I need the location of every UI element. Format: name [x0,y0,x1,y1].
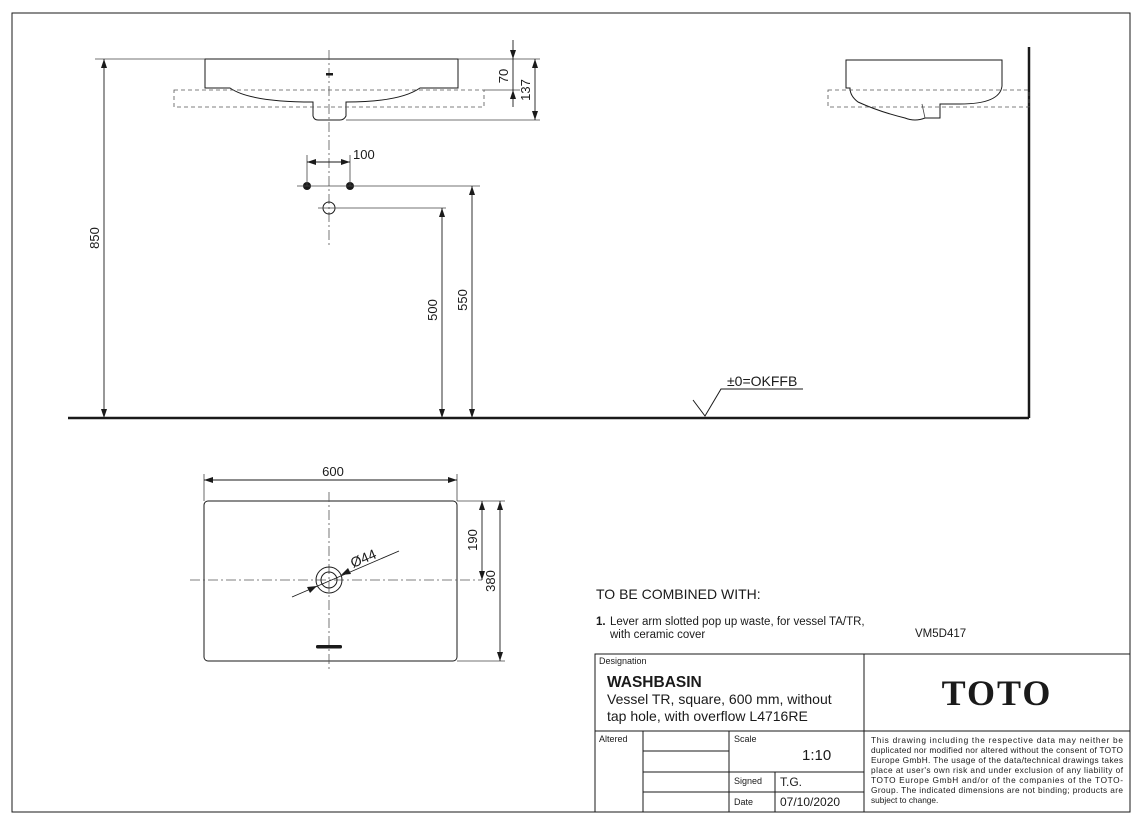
disclaimer-line: This drawing including the respective da… [871,735,1123,745]
product-description-line2: tap hole, with overflow L4716RE [607,708,808,724]
drain-outer-circle [315,566,343,594]
disclaimer: This drawing including the respective da… [871,735,1124,805]
dim-137: 137 [518,79,533,101]
front-elevation-view: 70 137 850 100 500 550 [87,40,540,418]
basin-side-outline [845,59,1003,121]
product-description-line1: Vessel TR, square, 600 mm, without [607,691,832,707]
side-elevation-view [827,47,1031,418]
disclaimer-line: duplicated nor modified nor altered with… [871,745,1124,755]
overflow-slot [316,645,342,649]
dim-380: 380 [483,570,498,592]
plan-view: Ø44 600 190 380 [190,464,505,672]
dim-190: 190 [465,529,480,551]
sheet-border [11,12,1131,813]
title-block-frame [594,653,1131,813]
signed-label: Signed [734,776,762,786]
dim-850: 850 [87,227,102,249]
scale-label: Scale [734,734,757,744]
side-countertop-outline [827,89,1030,108]
dim-600: 600 [322,464,344,479]
scale-value: 1:10 [802,747,831,764]
altered-label: Altered [599,734,628,744]
basin-front-outline [204,58,459,121]
designation-label: Designation [599,656,647,666]
disclaimer-line: place at user's own risk and under exclu… [871,765,1124,775]
floor-reference-label: ±0=OKFFB [727,373,797,389]
disclaimer-line: Group. The indicated dimensions are not … [871,785,1123,795]
signed-value: T.G. [780,775,802,789]
combined-heading: TO BE COMBINED WITH: [596,586,761,602]
dim-100: 100 [353,147,375,162]
dim-70: 70 [496,69,511,83]
dim-diameter-44: Ø44 [348,546,379,571]
date-value: 07/10/2020 [780,795,840,809]
overflow-mark [326,73,333,76]
combined-item-line2: with ceramic cover [609,629,705,641]
combined-item-code: VM5D417 [915,628,966,640]
drain-inner-circle [320,571,338,589]
title-block: Designation WASHBASIN Vessel TR, square,… [594,653,1131,813]
floor-level-symbol [692,388,803,417]
toto-logo: TOTO [942,673,1053,713]
disclaimer-line: TOTO Europe GmbH and/or of the companies… [871,775,1123,785]
disclaimer-line: subject to change. [871,795,938,805]
date-label: Date [734,797,753,807]
dim-500: 500 [425,299,440,321]
combined-with-section: TO BE COMBINED WITH: 1. Lever arm slotte… [596,586,966,641]
combined-item-number: 1. [596,616,606,628]
disclaimer-line: Europe GmbH. The usage of the data/techn… [871,755,1123,765]
floor-reference: ±0=OKFFB [68,373,1029,420]
dim-550: 550 [455,289,470,311]
combined-item-line1: Lever arm slotted pop up waste, for vess… [610,616,865,628]
basin-plan-outline [203,500,458,662]
product-name: WASHBASIN [607,674,702,691]
